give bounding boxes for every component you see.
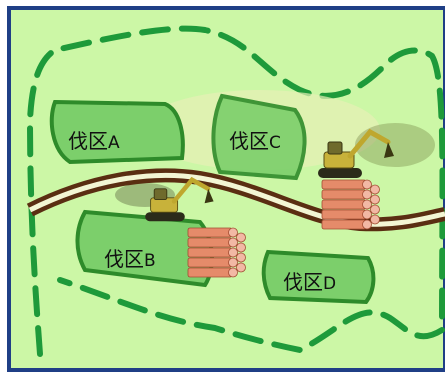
- zone-b-name: 伐区: [104, 247, 144, 271]
- zone-c-name: 伐区: [229, 129, 269, 153]
- zone-c-label: 伐区C: [229, 125, 281, 154]
- forest-boundary-dashed: [26, 25, 445, 357]
- zone-a-name: 伐区: [68, 129, 108, 153]
- zone-a-area: [49, 99, 185, 165]
- zone-c-letter: C: [269, 133, 281, 153]
- zone-d-label: 伐区D: [283, 266, 336, 295]
- zone-d-area: [261, 249, 376, 305]
- zone-a-label: 伐区A: [68, 125, 120, 154]
- log-pile-icon: [187, 227, 246, 278]
- zone-b-label: 伐区B: [104, 243, 156, 272]
- log-pile-icon: [321, 179, 380, 230]
- zone-d-name: 伐区: [283, 270, 323, 294]
- zone-a-letter: A: [108, 133, 120, 153]
- zone-d-letter: D: [323, 274, 337, 294]
- tree-cluster: [355, 123, 435, 167]
- zone-b-letter: B: [144, 251, 156, 271]
- zone-c-area: [211, 93, 307, 181]
